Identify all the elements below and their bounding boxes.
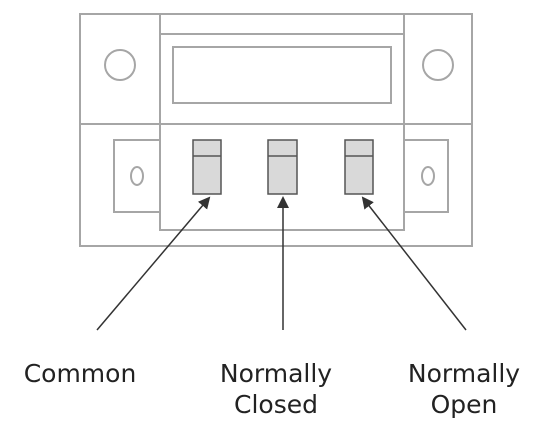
right-screw-tab — [403, 139, 449, 213]
label-slot — [172, 46, 392, 104]
arrow-common — [96, 196, 211, 331]
arrow-normally-open — [361, 196, 467, 331]
connector-body — [79, 13, 473, 247]
label-normally-open-line1: Normally — [407, 359, 521, 388]
terminals — [192, 139, 374, 195]
label-normally-open-line2: Open — [430, 390, 498, 420]
right-screw-hole — [421, 166, 435, 186]
label-normally-open: Normally Open — [388, 358, 540, 421]
left-screw-tab — [113, 139, 161, 213]
pointer-arrows — [96, 196, 467, 331]
label-common-text: Common — [23, 359, 137, 388]
label-common: Common — [0, 358, 160, 389]
label-normally-closed: Normally Closed — [196, 358, 356, 421]
right-mounting-block — [403, 13, 473, 125]
terminal-normally-closed — [267, 139, 298, 195]
left-mounting-block — [79, 13, 161, 125]
terminal-common — [192, 139, 222, 195]
label-normally-closed-line1: Normally — [219, 359, 333, 388]
mounting-hole-right — [422, 49, 454, 81]
left-screw-hole — [130, 166, 144, 186]
housing-outline — [79, 13, 473, 247]
label-normally-closed-line2: Closed — [234, 390, 318, 420]
terminal-normally-open — [344, 139, 374, 195]
mounting-hole-left — [104, 49, 136, 81]
